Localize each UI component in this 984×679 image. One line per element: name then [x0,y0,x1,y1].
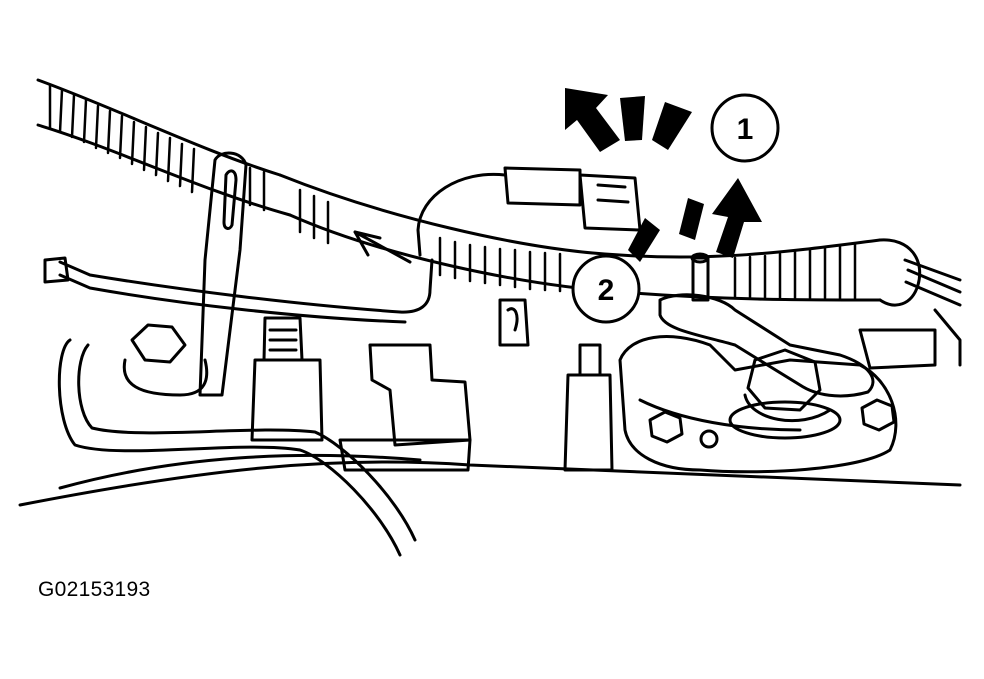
arrow-dash-2c [628,218,660,262]
callout-2-label: 2 [598,274,615,307]
arrow-dash-1c [652,102,692,150]
harness-wires [903,258,962,307]
shift-cable-lower [58,273,407,324]
callout-1: 1 [710,93,780,163]
harness-end [878,238,922,307]
cable-end-fitting [43,256,70,284]
center-housing-lower [338,438,472,472]
cable-arrow [353,230,412,264]
stud-left [250,316,324,442]
arrow-dash-1b [620,96,645,141]
left-bolt [122,323,209,397]
harness-ribs [48,83,857,301]
right-bracket-edge [933,308,962,367]
mounting-bracket [198,151,248,397]
sensor-bolt-right [860,398,896,432]
stud-middle [563,343,614,472]
hex-nut [728,348,842,440]
fluid-tube-inner [77,343,417,542]
floor-line [18,460,962,507]
right-bracket [858,328,937,370]
range-sensor [618,335,898,474]
shift-cable [58,258,434,314]
fluid-tube [57,338,402,557]
callout-1-label: 1 [737,113,754,146]
center-housing [368,343,472,447]
lower-panel-edge [58,453,422,490]
callout-2: 2 [571,254,641,324]
sensor-bolt-left [648,410,684,444]
arrow-pointer-1a [565,88,620,152]
harness-clip [498,298,530,347]
arrow-dash-2b [679,198,704,240]
figure-id: G02153193 [38,578,151,601]
arrow-pointer-2a [712,178,762,258]
electrical-connector [416,166,642,257]
selector-lever [658,252,875,398]
